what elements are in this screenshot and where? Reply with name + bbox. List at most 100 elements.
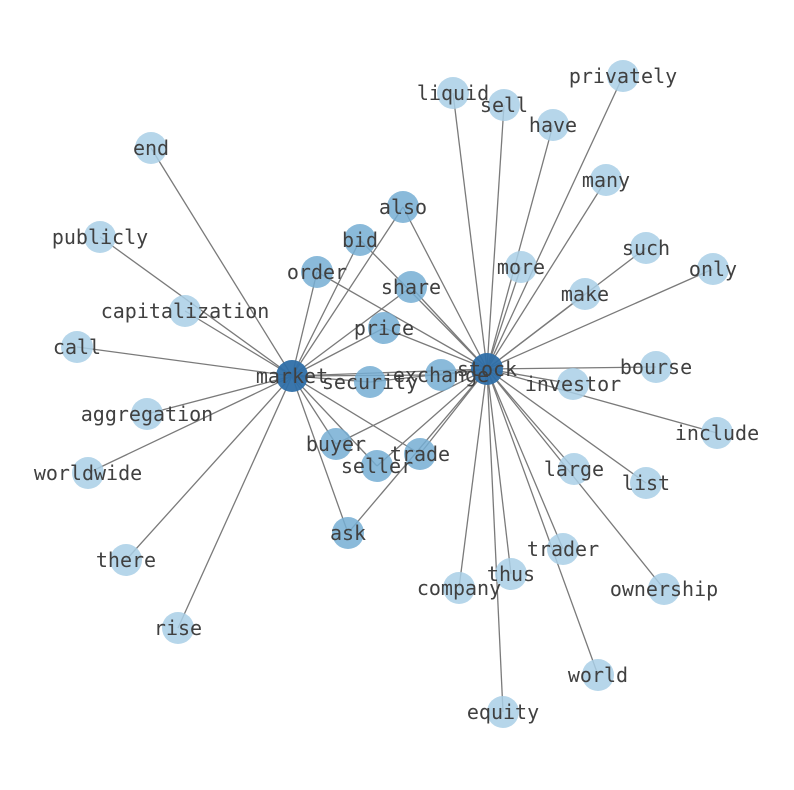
edge-stock-world xyxy=(486,368,599,676)
node-more xyxy=(505,251,537,283)
node-layer xyxy=(61,60,733,728)
node-label-equity: equity xyxy=(467,700,539,724)
node-label-trader: trader xyxy=(527,537,599,561)
node-label-make: make xyxy=(561,282,609,306)
node-label-end: end xyxy=(133,136,169,160)
edge-market-call xyxy=(76,346,293,377)
node-list xyxy=(630,467,662,499)
node-label-stock: stock xyxy=(457,357,517,381)
edge-stock-have xyxy=(486,124,554,370)
edge-market-share xyxy=(291,286,412,377)
edge-stock-company xyxy=(458,368,488,589)
node-worldwide xyxy=(72,457,104,489)
edge-stock-include xyxy=(486,368,718,434)
node-label-call: call xyxy=(53,335,101,359)
node-label-worldwide: worldwide xyxy=(34,461,142,485)
edge-stock-seller xyxy=(376,368,488,467)
edge-stock-price xyxy=(383,327,488,370)
node-label-large: large xyxy=(544,457,604,481)
edge-market-price xyxy=(291,327,385,377)
node-label-many: many xyxy=(582,168,630,192)
edge-market-ask xyxy=(291,375,349,534)
node-label-rise: rise xyxy=(154,616,202,640)
edge-stock-large xyxy=(486,368,575,470)
edge-stock-many xyxy=(486,179,607,370)
node-label-seller: seller xyxy=(341,454,413,478)
node-publicly xyxy=(84,221,116,253)
edge-stock-buyer xyxy=(335,368,488,445)
node-label-security: security xyxy=(322,370,418,394)
node-trade xyxy=(404,438,436,470)
edge-market-also xyxy=(291,206,404,377)
node-company xyxy=(443,572,475,604)
node-privately xyxy=(607,60,639,92)
node-capitalization xyxy=(169,295,201,327)
node-stock xyxy=(471,353,503,385)
node-trader xyxy=(547,533,579,565)
node-buyer xyxy=(320,428,352,460)
node-label-ownership: ownership xyxy=(610,577,718,601)
node-seller xyxy=(361,450,393,482)
edge-market-worldwide xyxy=(87,375,293,474)
node-rise xyxy=(162,612,194,644)
node-equity xyxy=(487,696,519,728)
node-only xyxy=(697,253,729,285)
node-world xyxy=(582,659,614,691)
node-thus xyxy=(495,558,527,590)
edge-stock-privately xyxy=(486,75,624,370)
edge-stock-liquid xyxy=(452,92,488,370)
edge-market-seller xyxy=(291,375,378,467)
node-label-world: world xyxy=(568,663,628,687)
edge-market-end xyxy=(150,147,293,377)
node-many xyxy=(590,164,622,196)
node-label-include: include xyxy=(675,421,759,445)
node-bourse xyxy=(640,351,672,383)
node-label-bourse: bourse xyxy=(620,355,692,379)
node-ask xyxy=(332,517,364,549)
node-label-sell: sell xyxy=(480,93,528,117)
node-label-capitalization: capitalization xyxy=(101,299,270,323)
node-label-there: there xyxy=(96,548,156,572)
node-label-only: only xyxy=(689,257,737,281)
node-label-aggregation: aggregation xyxy=(81,402,213,426)
edge-market-rise xyxy=(177,375,293,629)
node-label-such: such xyxy=(622,236,670,260)
node-label-company: company xyxy=(417,576,501,600)
node-aggregation xyxy=(131,398,163,430)
node-label-investor: investor xyxy=(525,372,621,396)
node-label-trade: trade xyxy=(390,442,450,466)
node-order xyxy=(301,256,333,288)
edge-market-trade xyxy=(291,375,421,455)
node-exchange xyxy=(425,359,457,391)
edge-market-capitalization xyxy=(184,310,293,377)
node-have xyxy=(537,109,569,141)
node-end xyxy=(135,132,167,164)
edge-market-order xyxy=(291,271,318,377)
edge-stock-make xyxy=(486,293,586,370)
node-investor xyxy=(557,368,589,400)
node-also xyxy=(387,191,419,223)
edge-stock-sell xyxy=(486,104,505,370)
node-ownership xyxy=(648,573,680,605)
node-label-price: price xyxy=(354,316,414,340)
node-label-list: list xyxy=(622,471,670,495)
node-include xyxy=(701,417,733,449)
node-label-ask: ask xyxy=(330,521,366,545)
node-label-exchange: exchange xyxy=(393,363,489,387)
node-security xyxy=(354,366,386,398)
edge-market-aggregation xyxy=(146,375,293,415)
node-bid xyxy=(344,224,376,256)
node-label-share: share xyxy=(381,275,441,299)
edge-stock-also xyxy=(402,206,488,370)
edge-stock-order xyxy=(316,271,488,370)
node-label-bid: bid xyxy=(342,228,378,252)
node-sell xyxy=(488,89,520,121)
node-such xyxy=(630,232,662,264)
edge-stock-trader xyxy=(486,368,564,550)
node-price xyxy=(368,312,400,344)
node-label-order: order xyxy=(287,260,347,284)
node-label-market: market xyxy=(256,364,328,388)
node-label-liquid: liquid xyxy=(417,81,489,105)
edge-market-bid xyxy=(291,239,361,377)
